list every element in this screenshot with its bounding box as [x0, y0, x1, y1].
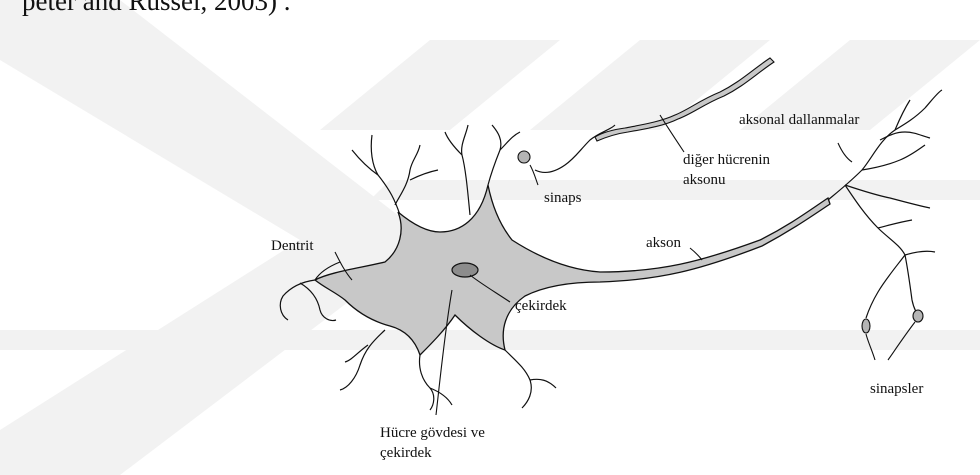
- label-aksonal-dallanmalar: aksonal dallanmalar: [739, 112, 859, 128]
- label-hucre-govdesi-line1: Hücre gövdesi ve: [380, 425, 485, 441]
- label-diger-hucrenin-line2: aksonu: [683, 172, 726, 188]
- label-sinaps: sinaps: [544, 190, 582, 206]
- synapse-bulb-top: [518, 151, 530, 163]
- label-diger-hucrenin-line1: diğer hücrenin: [683, 152, 771, 168]
- nucleus: [452, 263, 478, 277]
- label-dentrit: Dentrit: [271, 238, 314, 254]
- other-cell-axon: [595, 58, 774, 141]
- label-sinapsler: sinapsler: [870, 381, 923, 397]
- cell-body: [315, 185, 830, 355]
- label-cekirdek: çekirdek: [515, 298, 567, 314]
- synapse-bulb-left: [862, 319, 870, 333]
- synapse-bulb-right: [913, 310, 923, 322]
- label-akson: akson: [646, 235, 681, 251]
- label-hucre-govdesi-line2: çekirdek: [380, 445, 432, 461]
